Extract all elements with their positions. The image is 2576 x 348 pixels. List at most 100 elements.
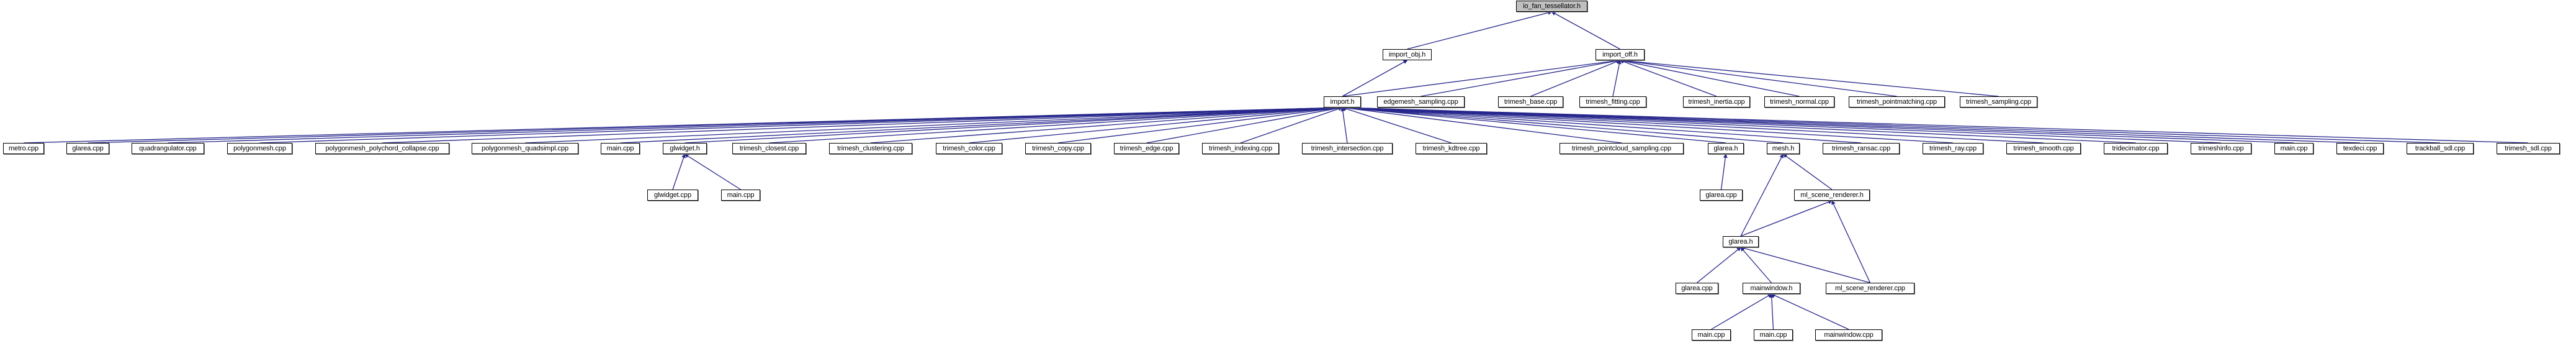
graph-node[interactable]: main.cpp — [1692, 329, 1731, 341]
graph-edge — [1551, 11, 1620, 50]
graph-edge — [1342, 105, 1862, 144]
graph-edge — [1342, 105, 1954, 144]
graph-node[interactable]: trimesh_base.cpp — [1498, 96, 1563, 108]
graph-edge — [1240, 106, 1343, 144]
graph-edge — [1831, 200, 1871, 283]
graph-node-root[interactable]: io_fan_tessellator.h — [1516, 1, 1587, 12]
graph-edge — [524, 105, 1343, 144]
graph-node[interactable]: trimesh_edge.cpp — [1114, 143, 1179, 154]
graph-edge — [870, 105, 1343, 144]
graph-edge — [1530, 59, 1621, 97]
graph-node[interactable]: glarea.cpp — [66, 143, 109, 154]
graph-edge — [168, 105, 1343, 144]
graph-edge — [1720, 153, 1728, 190]
graph-node[interactable]: import_off.h — [1595, 49, 1645, 60]
graph-node[interactable]: glwidget.h — [663, 143, 707, 154]
graph-node[interactable]: trimesh_ray.cpp — [1923, 143, 1983, 154]
graph-edge — [1342, 105, 2529, 144]
graph-edge — [382, 105, 1343, 144]
graph-node[interactable]: trimesh_kdtree.cpp — [1416, 143, 1487, 154]
graph-edge — [672, 153, 686, 190]
graph-node[interactable]: ml_scene_renderer.h — [1794, 190, 1870, 201]
graph-node[interactable]: import_obj.h — [1383, 49, 1432, 60]
graph-node[interactable]: quadrangulator.cpp — [132, 143, 204, 154]
graph-edge — [1342, 105, 2294, 144]
graph-node[interactable]: mainwindow.cpp — [1815, 329, 1882, 341]
graph-node[interactable]: texdeci.cpp — [2336, 143, 2384, 154]
graph-node[interactable]: trimesh_copy.cpp — [1025, 143, 1091, 154]
graph-node[interactable]: polygonmesh.cpp — [227, 143, 292, 154]
graph-node[interactable]: trimesh_intersection.cpp — [1302, 143, 1393, 154]
graph-node[interactable]: trimesh_sdl.cpp — [2497, 143, 2560, 154]
graph-edge — [1619, 58, 1897, 97]
graph-node[interactable]: ml_scene_renderer.cpp — [1826, 283, 1914, 294]
graph-edge — [1342, 60, 1408, 97]
graph-edge — [1619, 59, 1717, 97]
graph-node[interactable]: trimesh_pointmatching.cpp — [1849, 96, 1945, 108]
graph-edge — [1740, 247, 1772, 283]
graph-edge — [1619, 58, 1999, 97]
graph-edge — [88, 105, 1343, 144]
graph-edge — [769, 105, 1343, 144]
graph-edge — [1342, 105, 2136, 144]
graph-edge — [1342, 105, 2441, 144]
graph-edge — [1342, 105, 2361, 144]
graph-node[interactable]: trimesh_closest.cpp — [732, 143, 806, 154]
graph-node[interactable]: glarea.cpp — [1700, 190, 1743, 201]
graph-node[interactable]: metro.cpp — [3, 143, 44, 154]
graph-edge — [1740, 199, 1833, 237]
graph-node[interactable]: glarea.h — [1708, 143, 1744, 154]
graph-node[interactable]: mesh.h — [1767, 143, 1800, 154]
graph-edge — [1740, 246, 1870, 283]
graph-edge — [1342, 58, 1621, 97]
graph-node[interactable]: glwidget.cpp — [647, 190, 698, 201]
graph-node[interactable]: trimesh_clustering.cpp — [829, 143, 912, 154]
graph-node[interactable]: polygonmesh_polychord_collapse.cpp — [315, 143, 449, 154]
graph-edge — [1340, 107, 1348, 144]
graph-edge — [1146, 106, 1343, 144]
graph-edge — [620, 105, 1343, 144]
graph-node[interactable]: main.cpp — [721, 190, 760, 201]
graph-edge — [1420, 58, 1621, 97]
graph-node[interactable]: mainwindow.h — [1743, 283, 1800, 294]
graph-edge — [1342, 105, 2044, 144]
graph-node[interactable]: trimesh_pointcloud_sampling.cpp — [1560, 143, 1684, 154]
graph-edge — [1407, 11, 1553, 50]
graph-edge — [259, 105, 1343, 144]
graph-node[interactable]: trimesh_inertia.cpp — [1683, 96, 1750, 108]
graph-node[interactable]: trimeshinfo.cpp — [2191, 143, 2251, 154]
graph-edge — [1057, 106, 1343, 144]
graph-edge — [1342, 105, 2222, 144]
graph-edge — [969, 106, 1343, 144]
graph-edge — [1342, 106, 1452, 144]
graph-node[interactable]: trimesh_fitting.cpp — [1579, 96, 1646, 108]
graph-edge — [1697, 247, 1741, 283]
graph-node[interactable]: import.h — [1324, 96, 1361, 108]
graph-node[interactable]: tridecimator.cpp — [2104, 143, 2168, 154]
graph-node[interactable]: trimesh_ransac.cpp — [1823, 143, 1900, 154]
graph-node[interactable]: trimesh_color.cpp — [936, 143, 1002, 154]
graph-node[interactable]: trimesh_normal.cpp — [1764, 96, 1834, 108]
graph-node[interactable]: main.cpp — [1754, 329, 1793, 341]
graph-edge — [1619, 58, 1800, 97]
graph-node[interactable]: glarea.h — [1723, 236, 1759, 247]
graph-node[interactable]: glarea.cpp — [1676, 283, 1718, 294]
graph-node[interactable]: main.cpp — [2274, 143, 2313, 154]
graph-edge — [684, 153, 741, 190]
graph-node[interactable]: main.cpp — [601, 143, 640, 154]
graph-edge — [1342, 106, 1726, 144]
graph-edge — [684, 105, 1343, 144]
graph-node[interactable]: trackball_sdl.cpp — [2407, 143, 2474, 154]
graph-edge — [1342, 105, 1784, 144]
graph-node[interactable]: polygonmesh_quadsimpl.cpp — [472, 143, 578, 154]
graph-node[interactable]: trimesh_sampling.cpp — [1960, 96, 2037, 108]
graph-node[interactable]: edgemesh_sampling.cpp — [1377, 96, 1465, 108]
graph-edge — [1769, 293, 1774, 330]
graph-edge — [1782, 153, 1833, 190]
graph-node[interactable]: trimesh_smooth.cpp — [2006, 143, 2081, 154]
graph-node[interactable]: trimesh_indexing.cpp — [1202, 143, 1279, 154]
graph-edge — [23, 105, 1343, 144]
graph-edge — [1711, 293, 1772, 330]
